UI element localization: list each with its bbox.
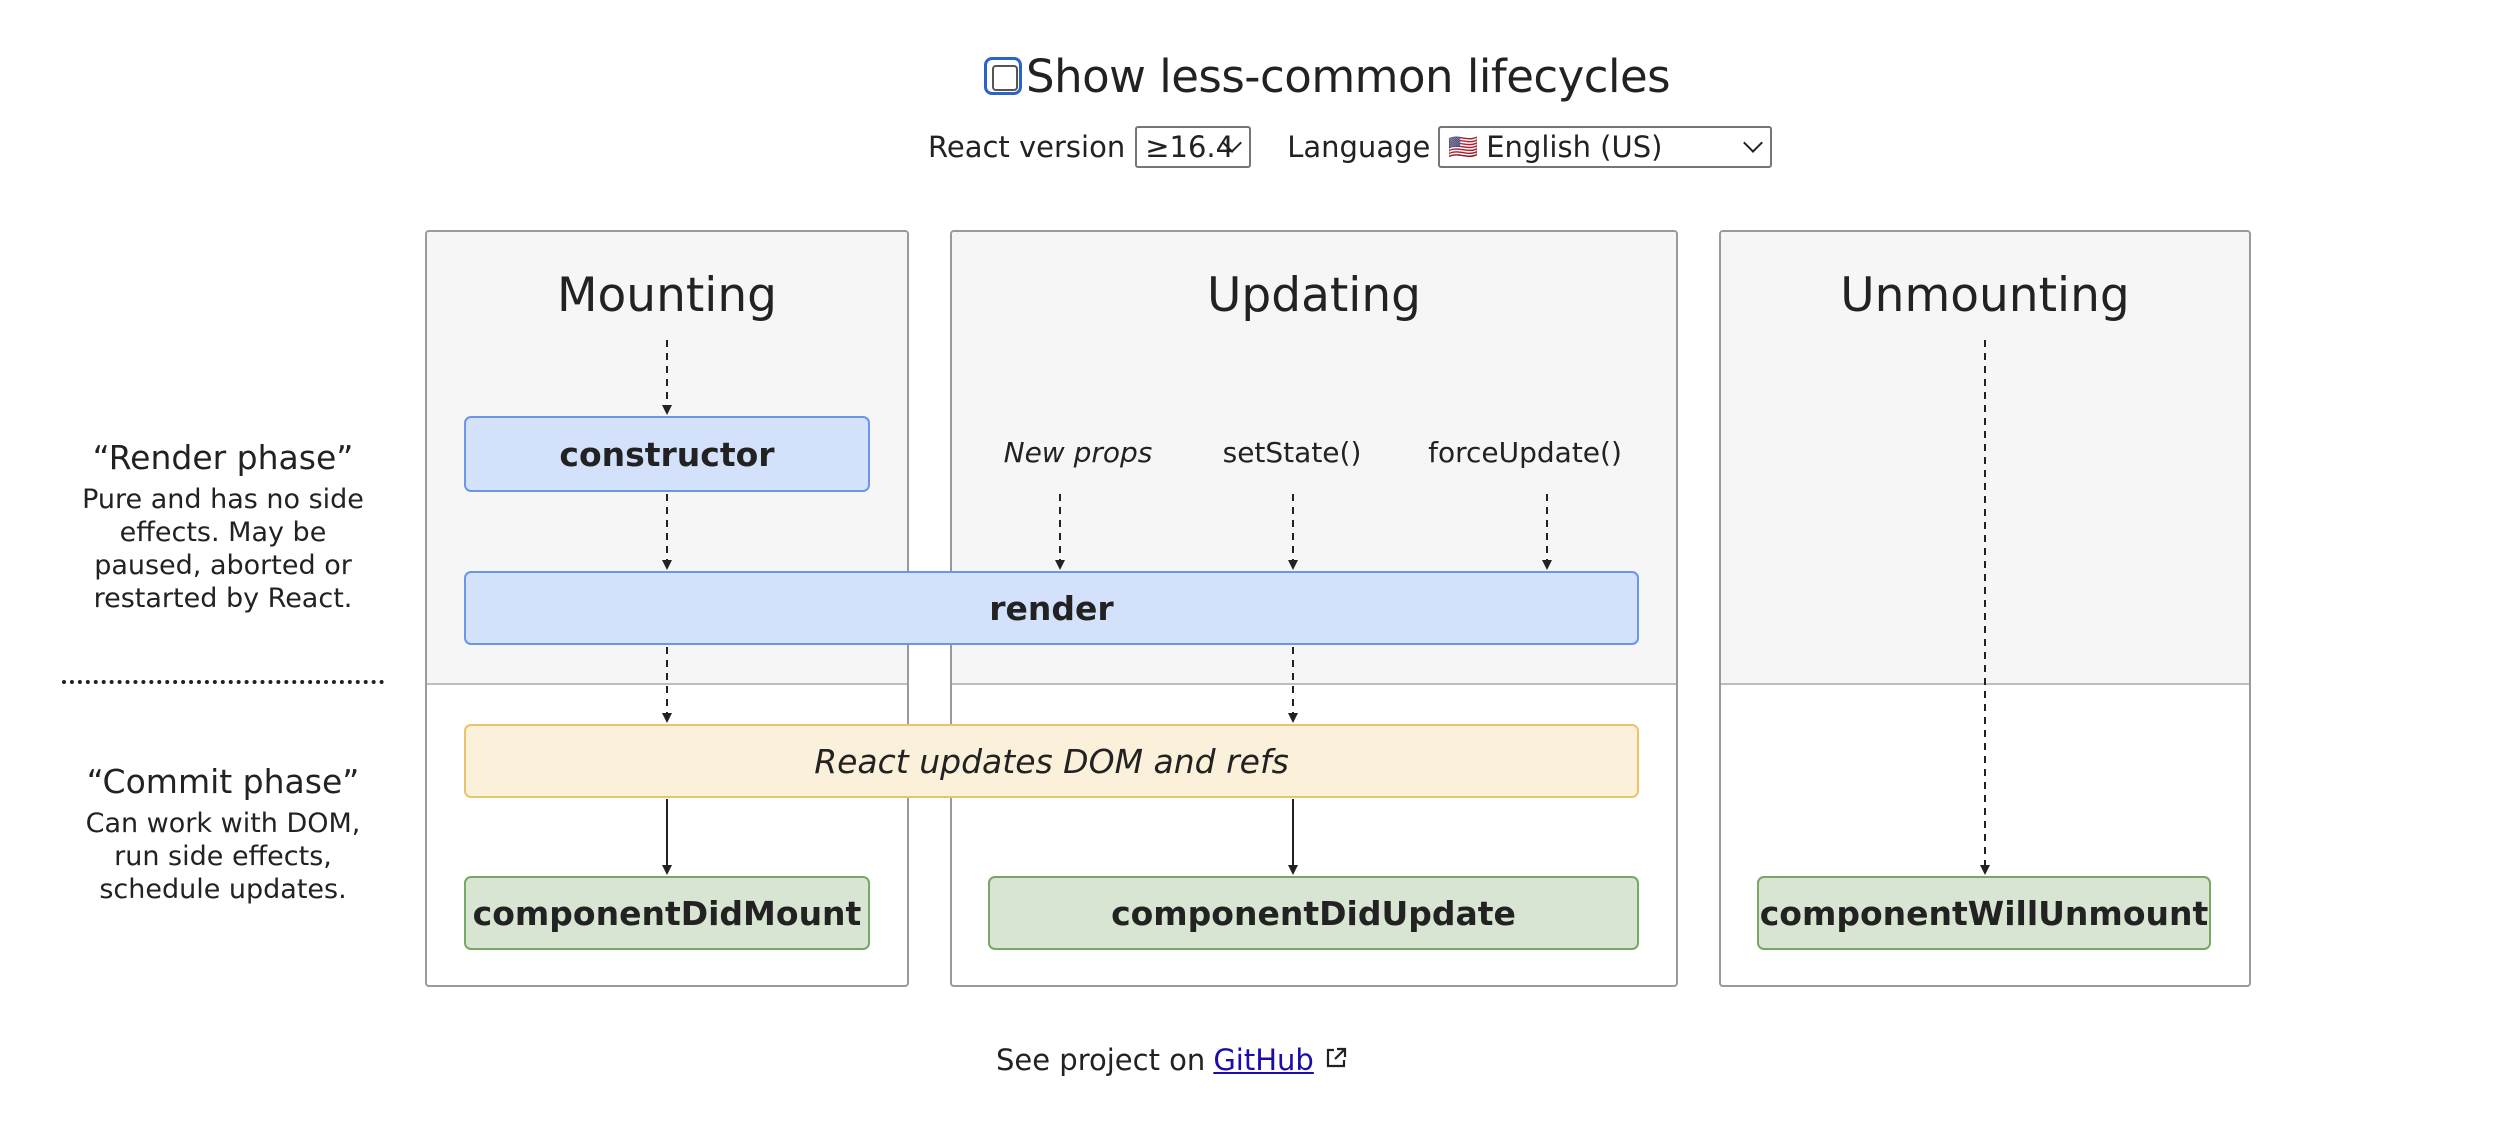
react-version-value: ≥16.4: [1145, 130, 1235, 164]
render-phase-line: restarted by React.: [93, 583, 353, 614]
new-props-trigger: New props: [1003, 436, 1153, 469]
componentdidmount-box[interactable]: componentDidMount: [464, 876, 870, 950]
componentdidupdate-box[interactable]: componentDidUpdate: [988, 876, 1639, 950]
chevron-down-icon: [1743, 133, 1764, 153]
render-phase-line: Pure and has no side: [82, 484, 364, 515]
controls-bar: React version ≥16.4 Language 🇺🇸 English …: [928, 125, 1773, 169]
commit-phase-title: “Commit phase”: [86, 762, 360, 801]
footer-text: See project on: [996, 1043, 1206, 1077]
setstate-trigger: setState(): [1222, 436, 1362, 469]
render-phase-line: effects. May be: [119, 517, 327, 548]
componentwillunmount-box[interactable]: componentWillUnmount: [1757, 876, 2211, 950]
external-link-icon[interactable]: [1324, 1043, 1348, 1077]
react-version-label: React version: [928, 130, 1126, 164]
language-value: English (US): [1486, 130, 1663, 164]
toggle-label: Show less-common lifecycles: [1026, 49, 1671, 103]
phase-divider: [62, 680, 384, 684]
commit-phase-note: “Commit phase” Can work with DOM, run si…: [62, 762, 384, 906]
react-version-select[interactable]: ≥16.4: [1135, 126, 1252, 168]
commit-phase-line: Can work with DOM,: [85, 808, 361, 839]
render-box[interactable]: render: [464, 571, 1639, 645]
forceupdate-trigger: forceUpdate(): [1428, 436, 1622, 469]
updating-title: Updating: [1207, 268, 1421, 323]
unmounting-column: Unmounting: [1719, 230, 2251, 987]
footer: See project on GitHub: [996, 1043, 1348, 1077]
language-select[interactable]: 🇺🇸 English (US): [1438, 126, 1773, 168]
mounting-title: Mounting: [557, 268, 777, 323]
github-link[interactable]: GitHub: [1213, 1043, 1314, 1077]
unmounting-title: Unmounting: [1840, 268, 2130, 323]
render-phase-description: Pure and has no side effects. May be pau…: [62, 483, 384, 615]
us-flag-icon: 🇺🇸: [1448, 133, 1479, 161]
show-less-common-toggle[interactable]: Show less-common lifecycles: [984, 46, 1671, 106]
render-phase-line: paused, aborted or: [94, 550, 352, 581]
constructor-box[interactable]: constructor: [464, 416, 870, 492]
commit-phase-line: run side effects,: [114, 841, 332, 872]
render-phase-title: “Render phase”: [92, 438, 354, 477]
language-label: Language: [1287, 130, 1431, 164]
commit-phase-description: Can work with DOM, run side effects, sch…: [62, 807, 384, 906]
less-common-checkbox[interactable]: [984, 57, 1022, 95]
commit-phase-line: schedule updates.: [99, 874, 347, 905]
dom-update-box: React updates DOM and refs: [464, 724, 1639, 798]
render-phase-note: “Render phase” Pure and has no side effe…: [62, 438, 384, 615]
